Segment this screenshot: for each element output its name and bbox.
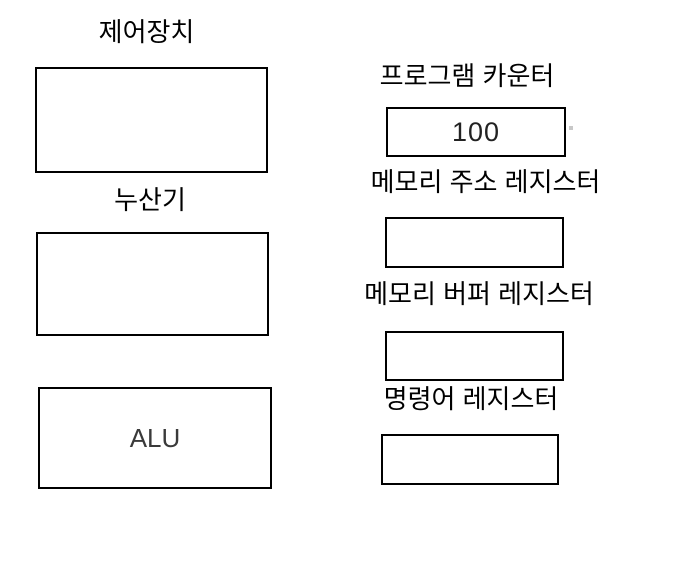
instruction-register-label: 명령어 레지스터 <box>383 384 559 414</box>
alu-box: ALU <box>38 387 272 489</box>
stray-dot <box>569 126 573 130</box>
accumulator-label: 누산기 <box>114 185 186 215</box>
memory-address-register-label: 메모리 주소 레지스터 <box>370 167 601 197</box>
memory-buffer-register-label: 메모리 버퍼 레지스터 <box>364 279 594 309</box>
control-unit-label: 제어장치 <box>98 17 195 47</box>
accumulator-box <box>36 232 269 336</box>
program-counter-value: 100 <box>451 116 501 147</box>
alu-label: ALU <box>129 422 181 453</box>
control-unit-box <box>35 67 268 173</box>
instruction-register-box <box>381 434 559 485</box>
memory-address-register-box <box>385 217 564 268</box>
program-counter-box: 100 <box>386 107 566 157</box>
memory-buffer-register-box <box>385 331 564 381</box>
program-counter-label: 프로그램 카운터 <box>379 61 555 91</box>
